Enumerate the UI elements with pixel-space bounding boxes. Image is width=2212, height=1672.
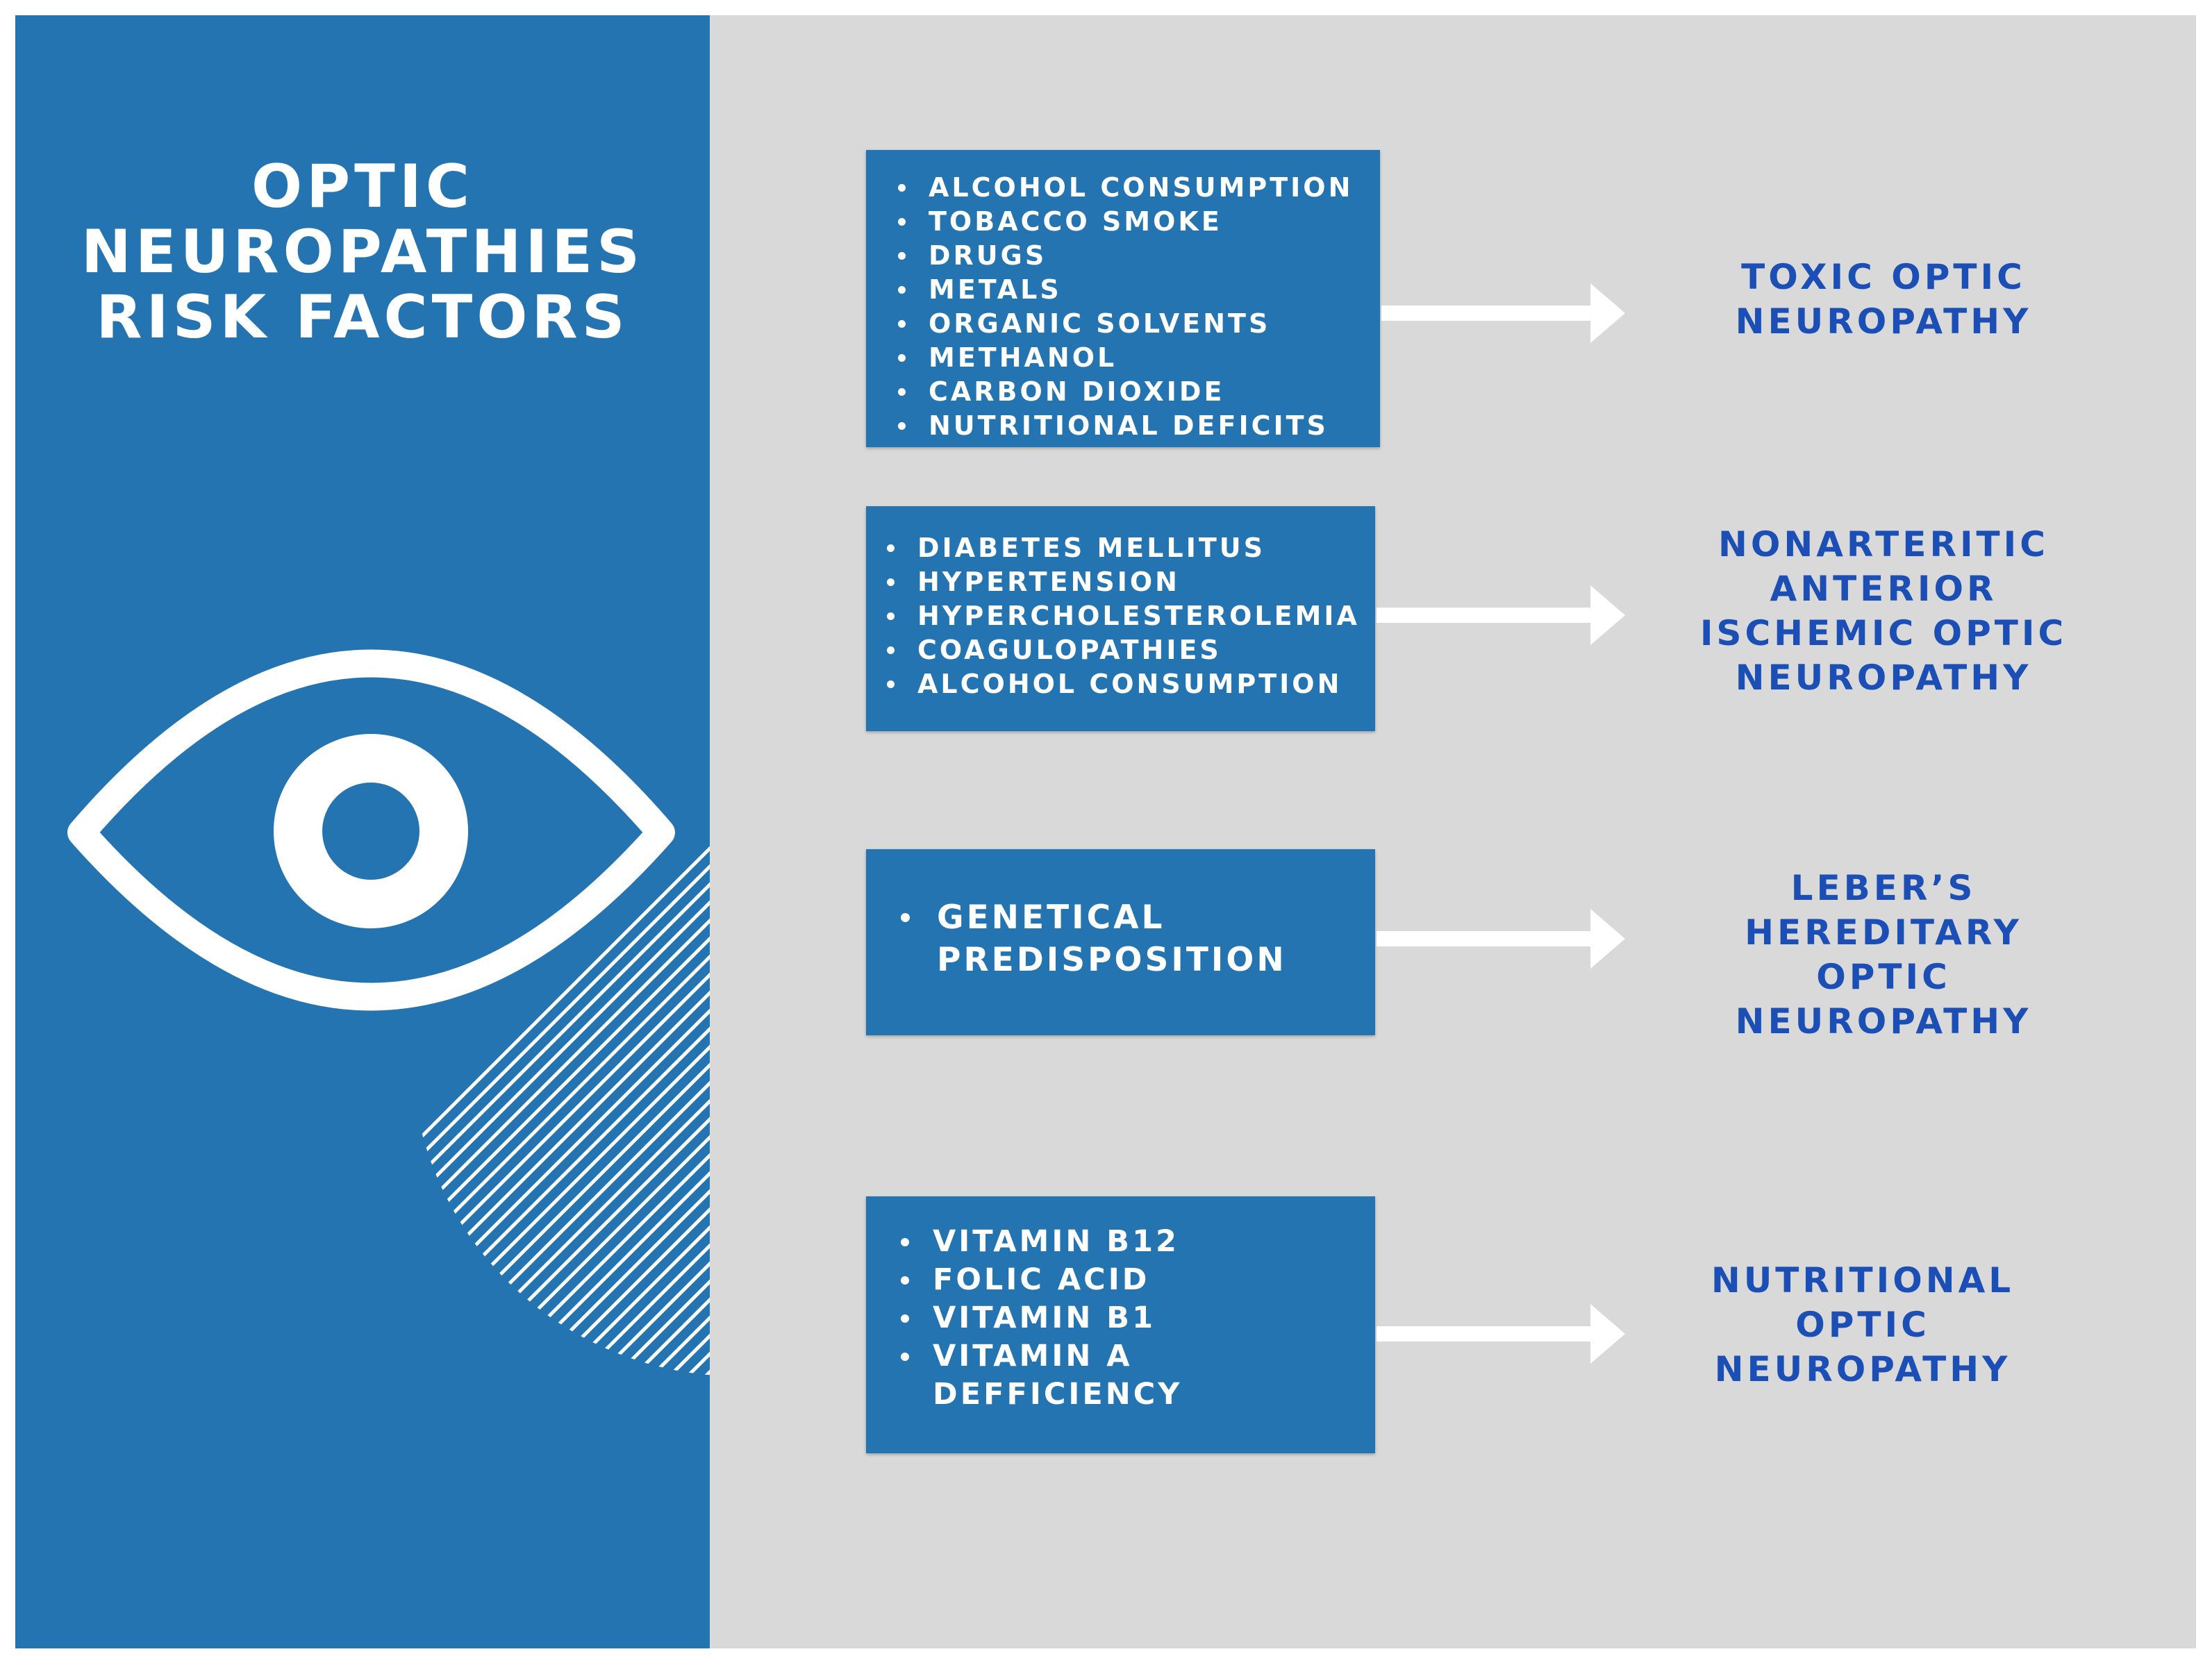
arrow-right-icon <box>1377 585 1625 645</box>
risk-factor-item: ALCOHOL CONSUMPTION <box>884 667 1375 701</box>
condition-line: NEUROPATHY <box>1735 301 2032 342</box>
condition-naion: NONARTERITIC ANTERIOR ISCHEMIC OPTIC NEU… <box>1640 522 2127 700</box>
risk-factor-item: CARBON DIOXIDE <box>895 375 1380 409</box>
title-line-2: NEUROPATHIES <box>81 217 645 287</box>
risk-factor-list: VITAMIN B12 FOLIC ACID VITAMIN B1 VITAMI… <box>898 1223 1375 1414</box>
condition-line: LEBER’S <box>1790 868 1977 908</box>
eye-illustration <box>67 649 710 1376</box>
arrows-layer <box>1377 283 1625 1364</box>
risk-factor-box-naion: DIABETES MELLITUS HYPERTENSION HYPERCHOL… <box>866 506 1375 731</box>
title-line-3: RISK FACTORS <box>96 283 629 352</box>
infographic: OPTIC NEUROPATHIES RISK FACTORS ALCOHOL … <box>15 15 2196 1648</box>
risk-factor-item: TOBACCO SMOKE <box>895 205 1380 239</box>
risk-factor-line: DEFFICIENCY <box>933 1377 1183 1412</box>
page-title: OPTIC NEUROPATHIES RISK FACTORS <box>15 154 710 350</box>
risk-factor-item: FOLIC ACID <box>898 1261 1375 1299</box>
title-line-1: OPTIC <box>251 152 474 221</box>
risk-factor-line: VITAMIN A <box>933 1339 1133 1373</box>
risk-factor-item: ALCOHOL CONSUMPTION <box>895 171 1380 205</box>
condition-line: NONARTERITIC <box>1718 524 2049 565</box>
risk-factor-item: METALS <box>895 273 1380 307</box>
condition-line: TOXIC OPTIC <box>1741 257 2026 297</box>
condition-line: OPTIC <box>1795 1305 1930 1345</box>
condition-leber-hereditary: LEBER’S HEREDITARY OPTIC NEUROPATHY <box>1640 866 2127 1044</box>
risk-factor-item: ORGANIC SOLVENTS <box>895 307 1380 341</box>
condition-line: NEUROPATHY <box>1714 1349 2011 1389</box>
risk-factor-item: VITAMIN A DEFFICIENCY <box>898 1337 1375 1414</box>
risk-factor-list: GENETICAL PREDISPOSITION <box>898 896 1375 981</box>
condition-line: ANTERIOR <box>1770 569 1997 609</box>
condition-line: HEREDITARY <box>1745 912 2022 953</box>
risk-factor-line: PREDISPOSITION <box>937 941 1287 979</box>
condition-line: ISCHEMIC OPTIC <box>1699 613 2068 653</box>
risk-factor-item: VITAMIN B12 <box>898 1223 1375 1261</box>
risk-factor-item: VITAMIN B1 <box>898 1299 1375 1337</box>
arrow-right-icon <box>1377 1304 1625 1364</box>
risk-factor-item: DRUGS <box>895 239 1380 273</box>
eye-icon <box>67 649 675 1011</box>
risk-factor-item: GENETICAL PREDISPOSITION <box>898 896 1375 981</box>
condition-line: NEUROPATHY <box>1735 658 2032 698</box>
risk-factor-item: COAGULOPATHIES <box>884 633 1375 667</box>
risk-factor-box-leber: GENETICAL PREDISPOSITION <box>866 849 1375 1035</box>
condition-line: NUTRITIONAL <box>1711 1260 2015 1301</box>
arrow-right-icon <box>1381 283 1625 343</box>
condition-toxic-optic-neuropathy: TOXIC OPTIC NEUROPATHY <box>1640 255 2127 344</box>
risk-factor-item: METHANOL <box>895 341 1380 375</box>
risk-factor-item: HYPERTENSION <box>884 565 1375 599</box>
risk-factor-item: HYPERCHOLESTEROLEMIA <box>884 599 1375 633</box>
risk-factor-box-toxic: ALCOHOL CONSUMPTION TOBACCO SMOKE DRUGS … <box>866 150 1380 447</box>
condition-line: OPTIC <box>1816 957 1951 997</box>
left-title-panel: OPTIC NEUROPATHIES RISK FACTORS <box>15 15 710 1648</box>
risk-factor-item: DIABETES MELLITUS <box>884 531 1375 565</box>
risk-factor-list: DIABETES MELLITUS HYPERTENSION HYPERCHOL… <box>884 531 1375 701</box>
risk-factor-line: GENETICAL <box>937 898 1165 937</box>
risk-factor-list: ALCOHOL CONSUMPTION TOBACCO SMOKE DRUGS … <box>895 171 1380 443</box>
arrow-right-icon <box>1377 909 1625 969</box>
condition-nutritional: NUTRITIONAL OPTIC NEUROPATHY <box>1620 1258 2106 1391</box>
risk-factor-item: NUTRITIONAL DEFICITS <box>895 409 1380 443</box>
condition-line: NEUROPATHY <box>1735 1001 2032 1042</box>
risk-factor-box-nutritional: VITAMIN B12 FOLIC ACID VITAMIN B1 VITAMI… <box>866 1196 1375 1453</box>
